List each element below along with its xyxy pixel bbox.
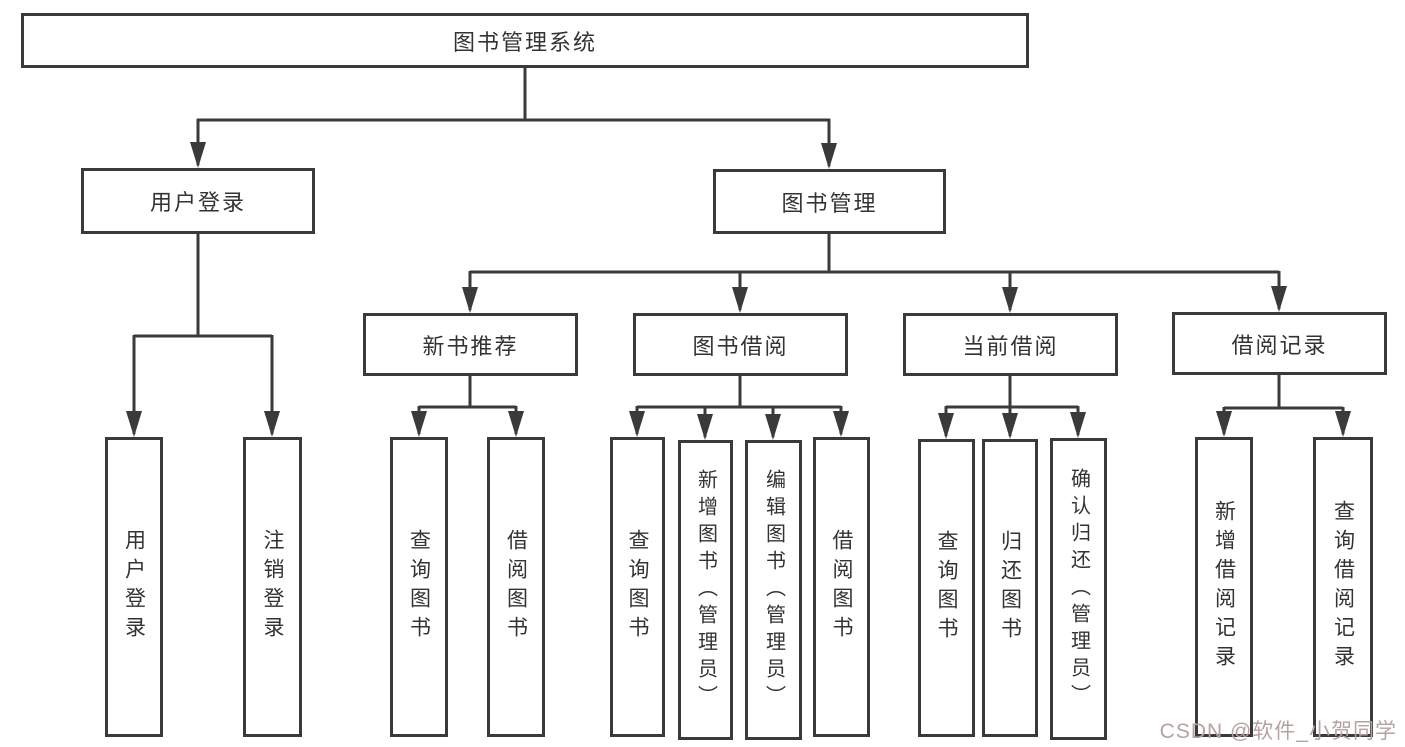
leaf-query-books-borrow: 查询图书 xyxy=(610,437,665,737)
node-borrow-records: 借阅记录 xyxy=(1172,312,1387,375)
arrowhead-book-borrow xyxy=(732,287,748,313)
node-user-login: 用户登录 xyxy=(81,168,315,234)
arrowhead-borrow-books xyxy=(833,411,849,437)
leaf-borrow-books-recommend: 借阅图书 xyxy=(487,437,545,737)
leaf-edit-books-admin: 编辑图书（管理员） xyxy=(745,440,802,740)
arrowhead-leaf-user-login xyxy=(126,411,142,437)
arrowhead-new-book-recommend xyxy=(462,287,478,313)
leaf-borrow-books: 借阅图书 xyxy=(813,437,870,737)
arrowhead-borrow-records xyxy=(1271,286,1287,312)
arrowhead-edit-books-admin xyxy=(765,414,781,440)
arrowhead-query-books-borrow xyxy=(629,411,645,437)
arrowhead-query-books-current xyxy=(938,413,954,439)
leaf-user-login: 用户登录 xyxy=(105,437,163,737)
node-book-management: 图书管理 xyxy=(713,169,946,234)
arrowhead-book-management xyxy=(821,143,837,169)
arrowhead-add-borrow-record xyxy=(1216,411,1232,437)
leaf-query-borrow-record: 查询借阅记录 xyxy=(1313,437,1373,737)
arrowhead-query-borrow-record xyxy=(1335,411,1351,437)
leaf-return-books: 归还图书 xyxy=(982,439,1038,737)
arrowhead-borrow-books-recommend xyxy=(508,411,524,437)
leaf-query-books-current: 查询图书 xyxy=(918,439,975,737)
arrowhead-leaf-logout xyxy=(264,411,280,437)
arrowhead-current-borrow xyxy=(1002,287,1018,313)
leaf-confirm-return-admin: 确认归还（管理员） xyxy=(1050,438,1107,740)
node-book-borrow: 图书借阅 xyxy=(633,313,848,376)
node-new-book-recommend: 新书推荐 xyxy=(363,313,578,376)
node-current-borrow: 当前借阅 xyxy=(903,313,1118,376)
arrowhead-confirm-return-admin xyxy=(1070,412,1086,438)
leaf-query-books-recommend: 查询图书 xyxy=(390,437,448,737)
leaf-add-borrow-record: 新增借阅记录 xyxy=(1195,437,1253,737)
leaf-logout: 注销登录 xyxy=(243,437,302,737)
csdn-watermark: CSDN @软件_小贺同学 xyxy=(1159,720,1397,743)
node-root-library-system: 图书管理系统 xyxy=(21,13,1029,68)
arrowhead-query-books-recommend xyxy=(411,411,427,437)
arrowhead-add-books-admin xyxy=(697,414,713,440)
arrowhead-return-books xyxy=(1002,413,1018,439)
leaf-add-books-admin: 新增图书（管理员） xyxy=(678,440,733,740)
arrowhead-user-login xyxy=(190,142,206,168)
